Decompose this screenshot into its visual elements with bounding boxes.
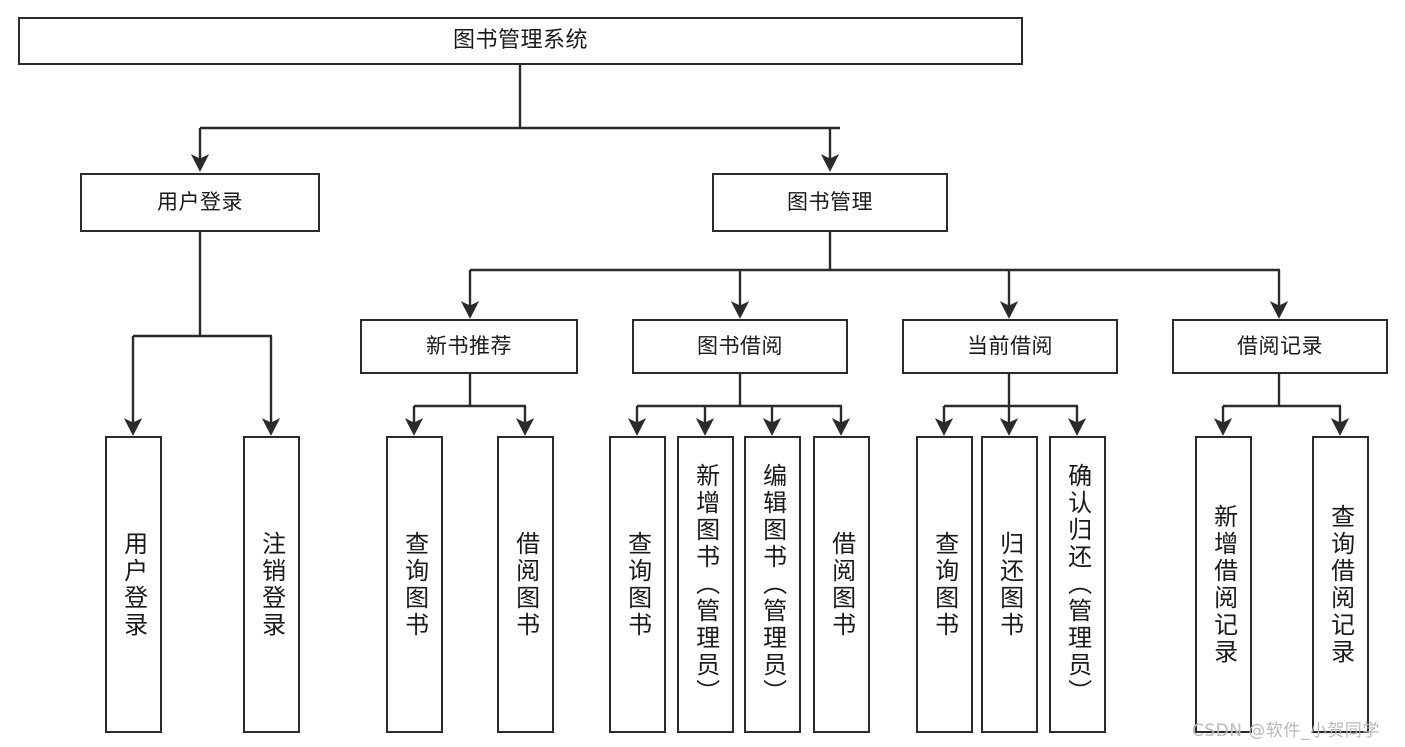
- node-borrow-record[interactable]: 借阅记录: [1172, 319, 1388, 374]
- node-leaf-add-record-label: 新增借阅记录: [1209, 503, 1238, 666]
- node-leaf-user-login[interactable]: 用户登录: [105, 436, 162, 733]
- node-leaf-query-book-3-label: 查询图书: [930, 530, 959, 639]
- node-user-login[interactable]: 用户登录: [80, 173, 320, 232]
- node-book-borrow-label: 图书借阅: [697, 334, 783, 359]
- node-root[interactable]: 图书管理系统: [18, 17, 1023, 65]
- node-leaf-edit-book[interactable]: 编辑图书（管理员）: [744, 436, 801, 733]
- node-leaf-add-book[interactable]: 新增图书（管理员）: [677, 436, 734, 733]
- node-leaf-confirm-return[interactable]: 确认归还（管理员）: [1049, 436, 1106, 733]
- node-leaf-borrow-book-1-label: 借阅图书: [511, 530, 540, 639]
- node-leaf-query-book-3[interactable]: 查询图书: [916, 436, 973, 733]
- node-leaf-return-book[interactable]: 归还图书: [981, 436, 1038, 733]
- node-leaf-logout-login[interactable]: 注销登录: [243, 436, 300, 733]
- node-root-label: 图书管理系统: [452, 28, 588, 54]
- node-leaf-add-book-label: 新增图书（管理员）: [691, 463, 720, 706]
- node-current-borrow[interactable]: 当前借阅: [902, 319, 1118, 374]
- node-new-book-recommend-label: 新书推荐: [426, 334, 512, 359]
- watermark: CSDN @软件_小贺同学: [1192, 721, 1380, 741]
- node-leaf-borrow-book-1[interactable]: 借阅图书: [497, 436, 554, 733]
- node-leaf-borrow-book-2-label: 借阅图书: [827, 530, 856, 639]
- node-leaf-logout-login-label: 注销登录: [257, 530, 286, 639]
- node-leaf-query-book-1-label: 查询图书: [400, 530, 429, 639]
- node-user-login-label: 用户登录: [157, 190, 243, 215]
- node-leaf-add-record[interactable]: 新增借阅记录: [1195, 436, 1252, 733]
- node-new-book-recommend[interactable]: 新书推荐: [360, 319, 578, 374]
- node-leaf-query-record[interactable]: 查询借阅记录: [1312, 436, 1369, 733]
- node-leaf-query-book-1[interactable]: 查询图书: [386, 436, 443, 733]
- node-leaf-edit-book-label: 编辑图书（管理员）: [758, 463, 787, 706]
- node-book-borrow[interactable]: 图书借阅: [632, 319, 848, 374]
- node-book-manage[interactable]: 图书管理: [712, 173, 948, 232]
- node-leaf-query-book-2[interactable]: 查询图书: [609, 436, 666, 733]
- node-leaf-borrow-book-2[interactable]: 借阅图书: [813, 436, 870, 733]
- node-leaf-query-book-2-label: 查询图书: [623, 530, 652, 639]
- node-book-manage-label: 图书管理: [787, 190, 873, 215]
- node-current-borrow-label: 当前借阅: [967, 334, 1053, 359]
- node-borrow-record-label: 借阅记录: [1237, 334, 1323, 359]
- node-leaf-return-book-label: 归还图书: [995, 530, 1024, 639]
- node-leaf-confirm-return-label: 确认归还（管理员）: [1063, 463, 1092, 706]
- node-leaf-query-record-label: 查询借阅记录: [1326, 503, 1355, 666]
- node-leaf-user-login-label: 用户登录: [119, 530, 148, 639]
